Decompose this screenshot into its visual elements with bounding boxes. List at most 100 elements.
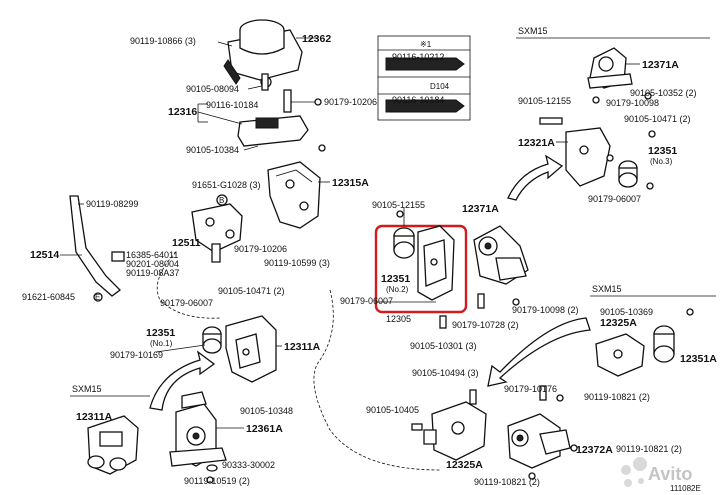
part-label: 12371A	[462, 203, 499, 215]
part-label: 12325A	[446, 459, 483, 471]
mount-12371a-sxm15	[587, 47, 633, 89]
variant-label: SXM15	[72, 384, 102, 394]
nut-icon	[606, 154, 614, 162]
bolt-icon	[439, 315, 447, 329]
bracket-12311a	[225, 315, 277, 383]
nut-icon	[512, 298, 520, 306]
highlight-frame	[374, 224, 468, 314]
svg-text:E: E	[95, 293, 100, 302]
fastener-callout: 90179-10728 (2)	[452, 320, 519, 330]
mount-12351a	[653, 325, 675, 363]
nut-icon	[686, 308, 694, 316]
variant-label: SXM15	[592, 284, 622, 294]
washer-icon	[206, 464, 218, 472]
fastener-callout: 90105-10384	[186, 145, 239, 155]
part-sublabel: (No.2)	[386, 285, 409, 294]
part-label: 12351	[146, 327, 175, 339]
bracket-12311a-sxm15	[87, 415, 139, 475]
fastener-callout: 90179-10098	[606, 98, 659, 108]
nut-icon	[556, 394, 564, 402]
fastener-callout: 90333-30002	[222, 460, 275, 470]
fastener-callout: 90119-10519 (2)	[184, 476, 250, 486]
bolt-icon	[411, 423, 423, 431]
mount-12351-no3	[618, 160, 638, 188]
fastener-callout: 90105-10471 (2)	[624, 114, 691, 124]
fastener-callout: 90119-10599 (3)	[264, 258, 330, 268]
bracket-12316	[237, 115, 309, 147]
legend-label: 90116-10184	[392, 95, 444, 105]
fastener-callout: 90119-10866 (3)	[130, 36, 196, 46]
fastener-callout: 90105-12155	[518, 96, 571, 106]
part-label: 12362	[302, 33, 331, 45]
part-label: 12325A	[600, 317, 637, 329]
mount-12325a-sxm15	[595, 333, 645, 377]
watermark-text: Avito	[648, 464, 692, 484]
bracket-12315a	[267, 161, 321, 229]
fastener-callout: 90179-10176	[504, 384, 557, 394]
circled-b-marker	[216, 194, 228, 206]
direction-arrow-icon	[487, 317, 591, 387]
mount-12325a	[423, 401, 487, 461]
bolt-legend	[377, 35, 471, 121]
variant-label: SXM15	[518, 26, 548, 36]
fastener-callout: 90119-08299	[86, 199, 138, 209]
part-label: 12511	[172, 237, 201, 249]
part-sublabel: (No.3)	[650, 157, 673, 166]
mount-12371a	[473, 225, 529, 285]
mount-12351-no2	[393, 225, 455, 301]
bolt-icon	[283, 89, 292, 113]
fastener-callout: 90105-10348	[240, 406, 293, 416]
assembly-outline	[156, 251, 221, 319]
direction-arrow-icon	[149, 350, 216, 411]
bracket-12321a	[565, 127, 611, 187]
legend-label: D104	[430, 82, 450, 91]
nut-icon	[592, 96, 600, 104]
part-label: 12305	[386, 314, 411, 324]
fastener-callout: 90179-10098 (2)	[512, 305, 579, 315]
legend-mark: ※1	[420, 40, 432, 49]
part-label: 12361A	[246, 423, 283, 435]
fastener-callout: 90105-10471 (2)	[218, 286, 285, 296]
fastener-callout: 91621-60845	[22, 292, 75, 302]
arm-12514	[69, 195, 125, 297]
nut-icon	[646, 182, 654, 190]
nut-icon	[648, 130, 656, 138]
part-label: 12311A	[284, 341, 321, 353]
part-sublabel: (No.1)	[150, 339, 173, 348]
svg-text:B: B	[219, 196, 224, 205]
fastener-callout: 90116-10184	[206, 100, 258, 110]
fastener-callout: 90105-10494 (3)	[412, 368, 479, 378]
fastener-callout: 90119-08A37	[126, 268, 179, 278]
part-label: 12371A	[642, 59, 679, 71]
circled-e-marker	[93, 292, 103, 302]
fastener-callout: 90105-10352 (2)	[630, 88, 697, 98]
fastener-callout: 90179-10206	[234, 244, 287, 254]
part-label: 12321A	[518, 137, 555, 149]
bolt-icon	[261, 73, 269, 91]
nut-icon	[570, 444, 578, 452]
fastener-callout: 90105-10405	[366, 405, 419, 415]
avito-watermark-icon	[621, 457, 647, 487]
fastener-callout: 90119-10821 (2)	[616, 444, 682, 454]
fastener-callout: 90179-06007	[160, 298, 213, 308]
mount-12372a	[507, 413, 571, 469]
mount-12351-no1	[202, 326, 222, 354]
bolt-icon	[539, 385, 547, 401]
fastener-callout: 90105-10369	[600, 307, 653, 317]
fastener-callout: 90179-10206	[324, 97, 377, 107]
part-label: 12351	[648, 145, 677, 157]
part-label: 12351	[381, 273, 410, 285]
nut-icon	[206, 476, 214, 484]
fastener-callout: 16385-64011	[126, 250, 178, 260]
bracket-12511	[191, 203, 243, 263]
bolt-icon	[539, 117, 563, 125]
fastener-callout: 90119-10821 (2)	[584, 392, 650, 402]
fastener-callout: 90105-08094	[186, 84, 239, 94]
fastener-callout: 90201-08004	[126, 259, 179, 269]
mount-12361a	[169, 391, 227, 467]
direction-arrow-icon	[507, 154, 564, 201]
legend-label: 90116-10212	[392, 52, 444, 62]
fastener-callout: 91651-G1028 (3)	[192, 180, 261, 190]
part-label: 12372A	[576, 444, 613, 456]
